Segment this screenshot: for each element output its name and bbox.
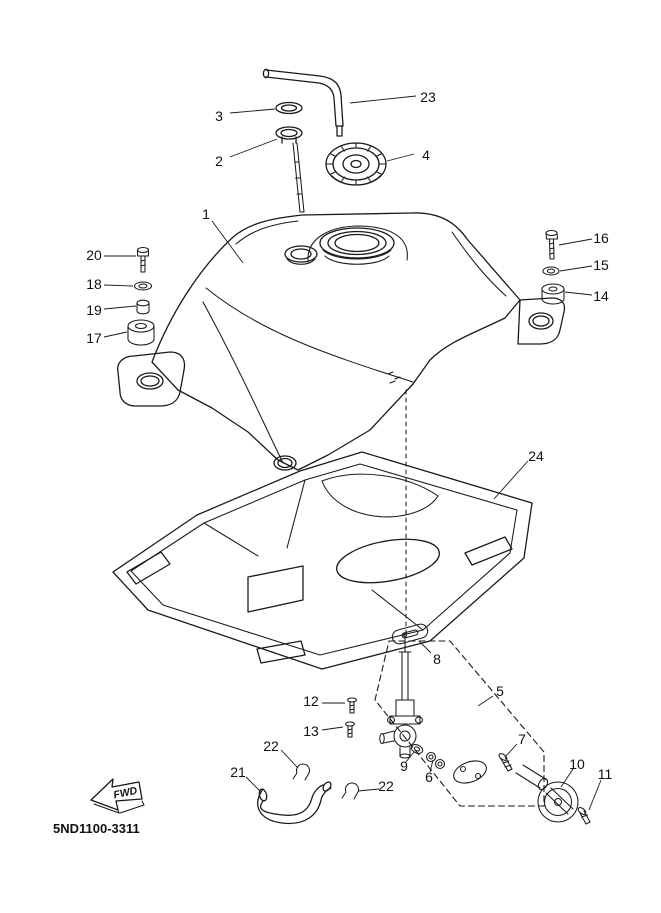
o-rings-6-drawing (425, 751, 446, 770)
callout-15: 15 (593, 257, 609, 273)
bolt-20-drawing (136, 246, 150, 273)
gasket-drawing (275, 101, 303, 115)
callout-4: 4 (422, 147, 430, 163)
callout-8: 8 (433, 651, 441, 667)
callout-20: 20 (86, 247, 102, 263)
bolt-16-drawing (545, 229, 559, 260)
fuel-tank-drawing (117, 212, 566, 471)
dipstick-drawing (275, 126, 305, 213)
hose-clip-left-drawing (292, 763, 310, 781)
screw-7-drawing (498, 753, 513, 772)
callout-2: 2 (215, 153, 223, 169)
washer-18-drawing (133, 281, 153, 291)
washer-9-drawing (410, 744, 424, 754)
hose-clip-right-drawing (341, 782, 359, 800)
breather-tube-drawing (262, 68, 344, 137)
callout-16: 16 (593, 230, 609, 246)
callout-6: 6 (425, 769, 433, 785)
bracket-plate-drawing (391, 623, 429, 645)
heat-shield-drawing (112, 451, 533, 670)
callout-11: 11 (598, 766, 613, 782)
screw-11-drawing (577, 807, 591, 825)
nut-19-drawing (136, 299, 150, 315)
grommet-17-drawing (127, 319, 155, 346)
damper-14-drawing (541, 283, 565, 305)
diagram-code: 5ND1100-3311 (53, 821, 140, 836)
fuel-hose-drawing (257, 781, 332, 825)
callout-24: 24 (528, 448, 544, 464)
callout-10: 10 (569, 756, 585, 772)
callout-3: 3 (215, 108, 223, 124)
callout-7: 7 (518, 731, 526, 747)
cock-plate-drawing (453, 760, 487, 784)
callout-23: 23 (420, 89, 436, 105)
callout-9: 9 (400, 758, 408, 774)
fuel-cock-dial-drawing (515, 764, 579, 823)
fuel-cock-drawing (379, 632, 424, 759)
callout-5: 5 (496, 683, 504, 699)
callout-22-left: 22 (263, 738, 279, 754)
callout-21: 21 (230, 764, 246, 780)
callout-17: 17 (86, 330, 102, 346)
callout-22-right: 22 (378, 778, 394, 794)
screw-13-drawing (344, 721, 356, 738)
callout-13: 13 (303, 723, 319, 739)
fuel-cock-assembly-boundary (374, 640, 545, 807)
callout-18: 18 (86, 276, 102, 292)
leader-lines (103, 95, 602, 811)
fuel-cap-drawing (325, 142, 387, 186)
callout-12: 12 (303, 693, 319, 709)
callout-1: 1 (202, 206, 210, 222)
washer-15-drawing (542, 266, 560, 276)
fwd-arrow: FWD (90, 778, 145, 814)
callout-19: 19 (86, 302, 102, 318)
screw-12-drawing (346, 697, 358, 714)
callout-14: 14 (593, 288, 609, 304)
fwd-label: FWD (112, 785, 138, 802)
callouts: 23 3 2 4 1 16 20 15 18 14 19 17 24 8 5 1… (86, 89, 612, 794)
